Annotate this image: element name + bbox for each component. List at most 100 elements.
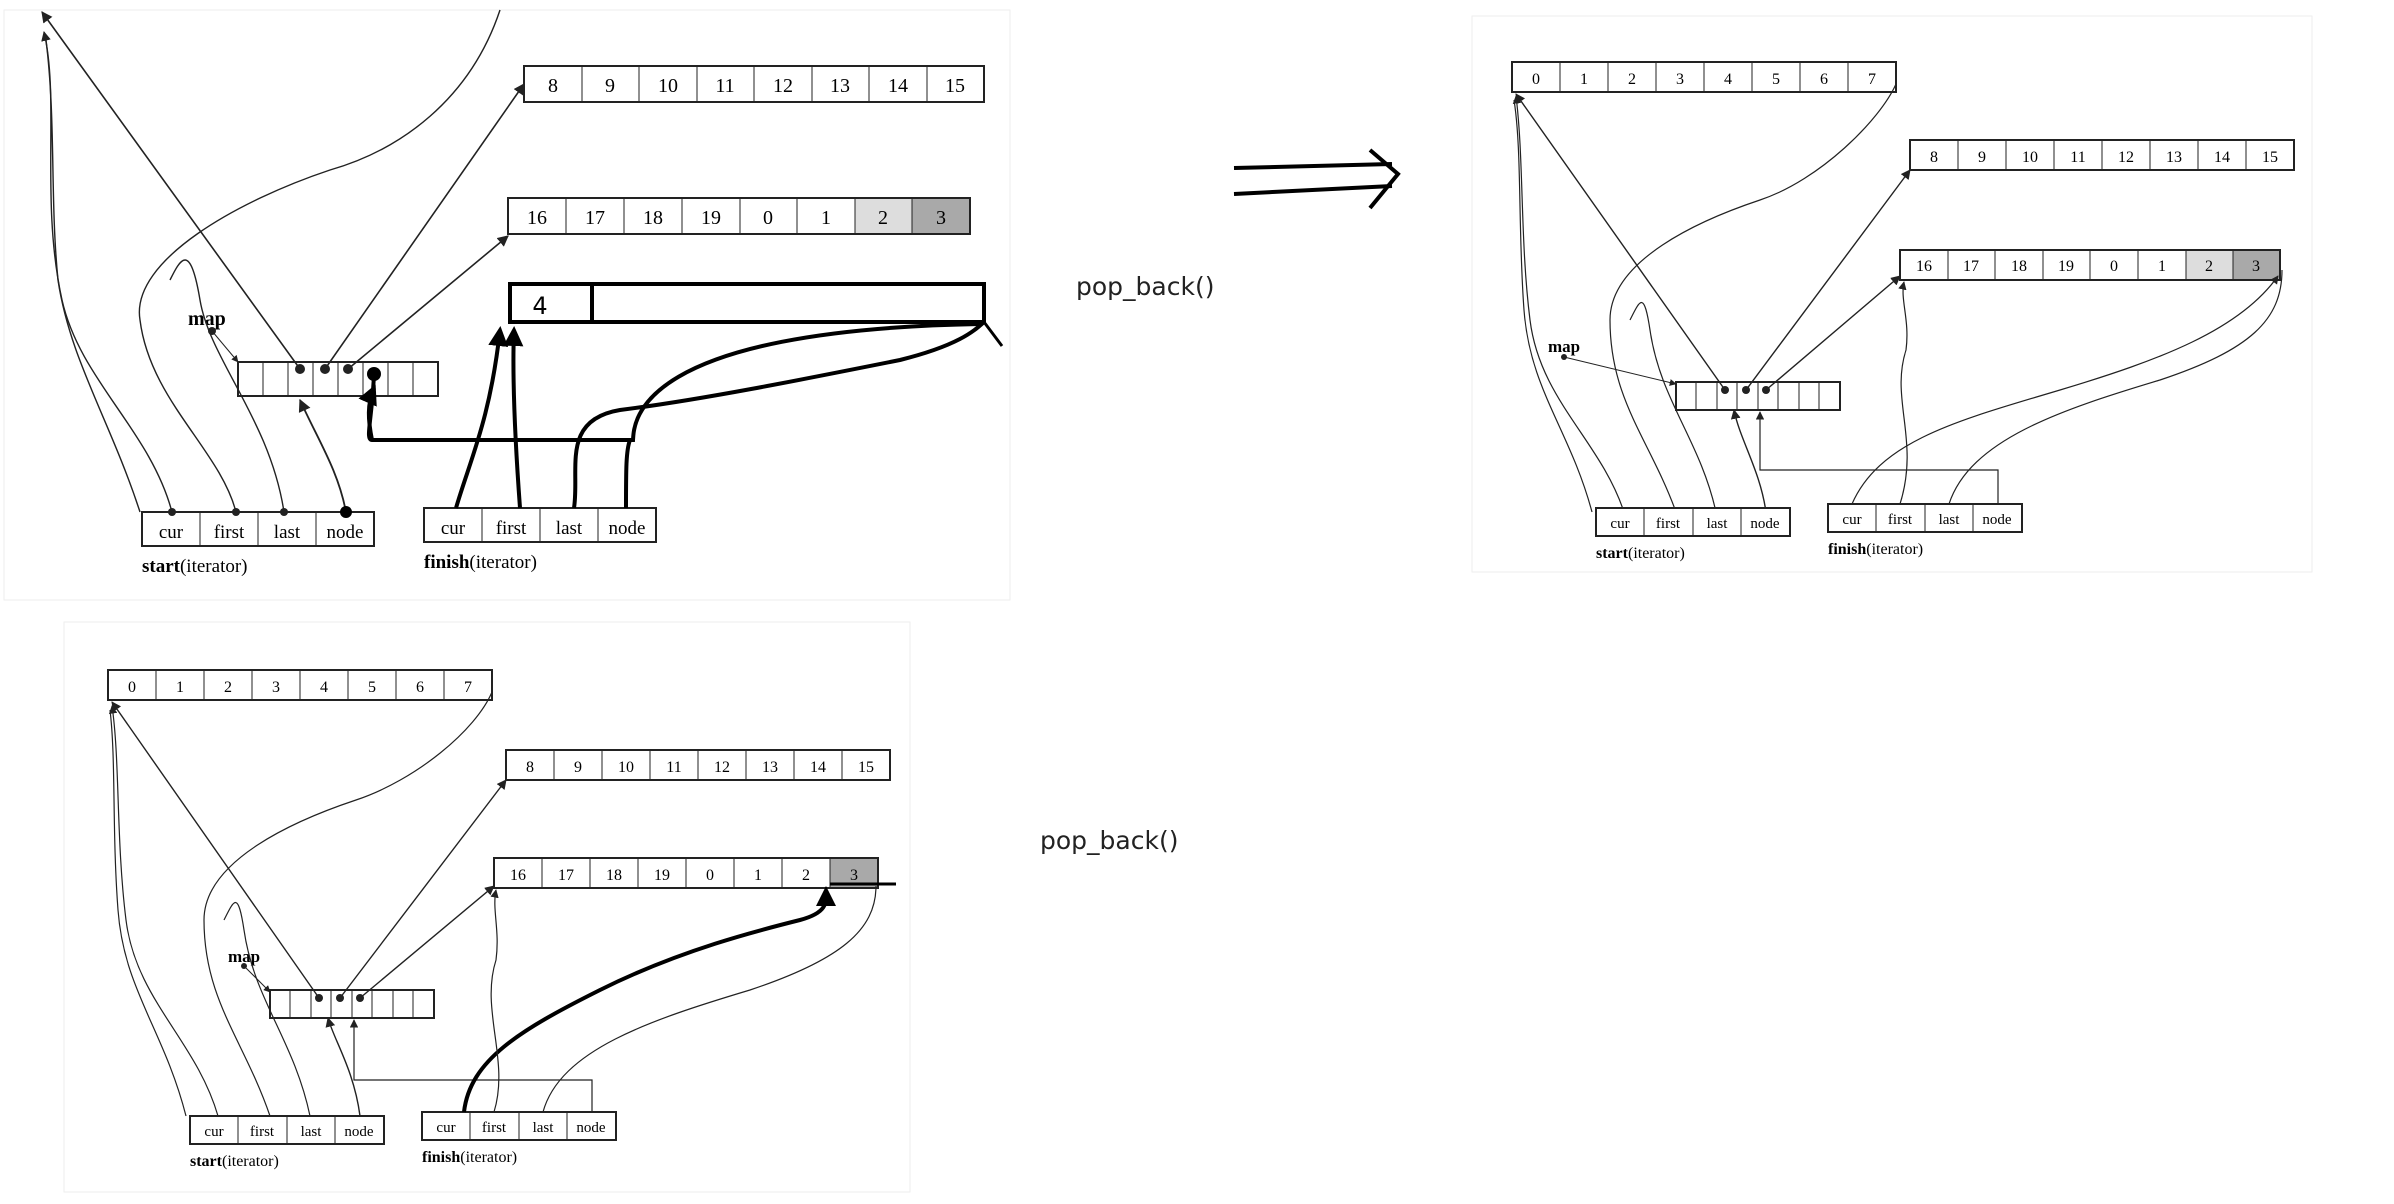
cell: 13	[762, 759, 778, 776]
cell: 2	[2205, 258, 2213, 275]
field-last: last	[274, 522, 301, 543]
cell: 0	[1532, 71, 1540, 88]
cell: 10	[2022, 149, 2038, 166]
field-cur: cur	[1610, 516, 1629, 532]
start-label: start(iterator)	[1596, 545, 1685, 562]
cell: 12	[714, 759, 730, 776]
field-node: node	[1982, 512, 2012, 528]
cell: 1	[176, 679, 184, 696]
field-first: first	[214, 522, 245, 543]
start-iterator: cur first last node start(iterator)	[1595, 507, 1791, 562]
map-label: map	[188, 308, 226, 330]
cell: 8	[548, 75, 558, 97]
field-last: last	[533, 1120, 555, 1136]
cell: 8	[526, 759, 534, 776]
field-node: node	[576, 1120, 606, 1136]
field-node: node	[609, 518, 646, 539]
finish-iterator: cur first last node finish(iterator)	[1827, 503, 2023, 558]
field-last: last	[556, 518, 583, 539]
field-last: last	[1939, 512, 1961, 528]
operation-label: pop_back()	[1076, 272, 1215, 301]
buffer-row: 8 9 10 11 12 13 14 15	[505, 749, 891, 781]
cell: 15	[2262, 149, 2278, 166]
cell: 5	[1772, 71, 1780, 88]
cell: 2	[1628, 71, 1636, 88]
field-node: node	[1750, 516, 1780, 532]
map-label: map	[228, 947, 260, 966]
cell: 16	[510, 867, 526, 884]
cell: 11	[2070, 149, 2085, 166]
cell: 18	[2011, 258, 2027, 275]
transition-arrow	[1233, 148, 1401, 210]
buffer-row: 0 1 2 3 4 5 6 7	[1511, 61, 1897, 93]
cell: 9	[605, 75, 615, 97]
finish-label: finish(iterator)	[424, 552, 537, 573]
cell: 18	[643, 207, 663, 229]
cell: 4	[1724, 71, 1732, 88]
cell: 12	[2118, 149, 2134, 166]
field-cur: cur	[204, 1124, 223, 1140]
operation-label: pop_back()	[1040, 826, 1179, 855]
buffer-row: 8 9 10 11 12 13 14 15	[1909, 139, 2295, 171]
cell: 3	[1676, 71, 1684, 88]
cell: 3	[850, 867, 858, 884]
finish-iterator: cur first last node finish(iterator)	[421, 1111, 617, 1166]
finish-label: finish(iterator)	[422, 1149, 517, 1166]
field-first: first	[482, 1120, 507, 1136]
field-first: first	[496, 518, 527, 539]
cell: 1	[1580, 71, 1588, 88]
cell: 0	[2110, 258, 2118, 275]
buffer-row: 0 1 2 3 4 5 6 7	[107, 669, 493, 701]
cell: 13	[2166, 149, 2182, 166]
cell: 8	[1930, 149, 1938, 166]
cell: 1	[754, 867, 762, 884]
cell: 10	[658, 75, 678, 97]
start-iterator: cur first last node start(iterator)	[189, 1115, 385, 1170]
map-label: map	[1548, 337, 1580, 356]
cell: 19	[701, 207, 721, 229]
new-buffer: 4	[508, 282, 986, 324]
cell: 2	[802, 867, 810, 884]
buffer-row: 16 17 18 19 0 1 2 3	[493, 857, 879, 889]
cell: 19	[654, 867, 670, 884]
map-array	[269, 989, 435, 1019]
field-cur: cur	[441, 518, 466, 539]
cell: 7	[1868, 71, 1876, 88]
field-first: first	[1888, 512, 1913, 528]
cell: 13	[830, 75, 850, 97]
panel-result: 0 1 2 3 4 5 6 7 8 9 10 11 12 13 14 15	[107, 669, 896, 1170]
cell: 19	[2058, 258, 2074, 275]
cell: 17	[558, 867, 574, 884]
cell: 14	[2214, 149, 2230, 166]
cell: 0	[706, 867, 714, 884]
cell: 12	[773, 75, 793, 97]
start-label: start(iterator)	[190, 1153, 279, 1170]
field-last: last	[301, 1124, 323, 1140]
field-node: node	[344, 1124, 374, 1140]
field-first: first	[250, 1124, 275, 1140]
cell: 3	[2252, 258, 2260, 275]
cell: 14	[888, 75, 908, 97]
cell: 4	[532, 292, 547, 320]
cell: 2	[878, 207, 888, 229]
buffer-row: 16 17 18 19 0 1 2 3	[507, 197, 971, 235]
cell: 17	[585, 207, 605, 229]
field-cur: cur	[1842, 512, 1861, 528]
field-first: first	[1656, 516, 1681, 532]
cell: 18	[606, 867, 622, 884]
cell: 16	[1916, 258, 1932, 275]
map-array	[1675, 381, 1841, 411]
map-array	[237, 361, 439, 397]
cell: 17	[1963, 258, 1979, 275]
cell: 2	[224, 679, 232, 696]
cell: 6	[1820, 71, 1828, 88]
field-node: node	[327, 522, 364, 543]
cell: 15	[858, 759, 874, 776]
cell: 0	[763, 207, 773, 229]
cell: 9	[1978, 149, 1986, 166]
cell: 7	[464, 679, 472, 696]
cell: 3	[936, 207, 946, 229]
cell: 5	[368, 679, 376, 696]
cell: 9	[574, 759, 582, 776]
